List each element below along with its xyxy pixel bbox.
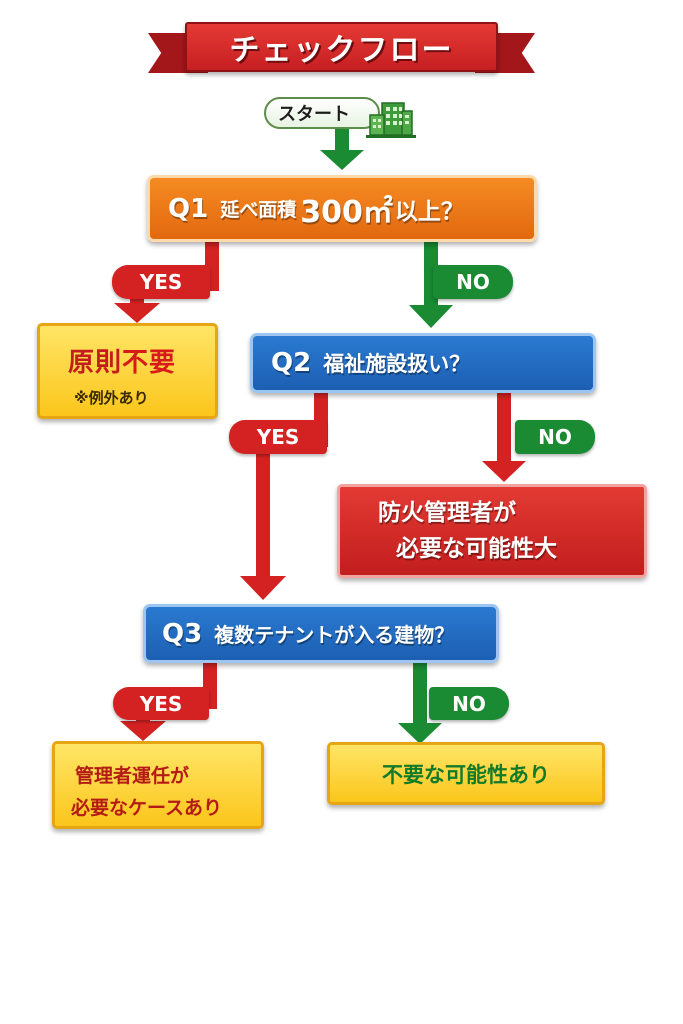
page-title: チェックフロー: [185, 22, 498, 72]
question-1-suffix: 以上？: [394, 198, 464, 225]
result-3-box: 管理者運任が 必要なケースあり: [52, 741, 264, 829]
result-1-note: ※例外あり: [74, 389, 149, 407]
no-tag-q2: NO: [515, 420, 595, 454]
question-3-number: Q3: [162, 618, 203, 649]
question-1-text: 延べ面積: [220, 199, 297, 221]
result-3-line-2: 必要なケースあり: [71, 797, 223, 819]
result-1-main-emphasis: 不要: [122, 348, 177, 378]
arrow-q2-no: [482, 393, 526, 482]
yes-tag-q3: YES: [113, 687, 209, 720]
result-4-text: 不要な可能性あり: [382, 762, 550, 787]
result-2-box: 防火管理者が 必要な可能性大: [337, 484, 647, 578]
building-icon: [366, 102, 416, 138]
result-2-line-2: 必要な可能性大: [396, 536, 557, 562]
yes-tag-q1: YES: [112, 265, 210, 299]
question-2-text: 福祉施設扱い？: [323, 352, 471, 376]
no-tag-q3: NO: [429, 687, 509, 720]
result-1-main-text: 原則: [68, 348, 123, 378]
question-1-value: 300㎡: [300, 194, 393, 230]
question-3-box: Q3 複数テナントが入る建物？: [143, 604, 499, 663]
arrow-start-q1: [320, 129, 364, 170]
result-1-box: 原則不要 ※例外あり: [37, 323, 218, 419]
result-3-line-1: 管理者運任が: [75, 765, 190, 787]
yes-tag-q2: YES: [229, 420, 327, 454]
result-1-main: 原則不要: [68, 342, 215, 379]
question-2-box: Q2 福祉施設扱い？: [250, 333, 596, 393]
no-tag-q1: NO: [433, 265, 513, 299]
start-node: スタート: [264, 97, 380, 129]
result-4-box: 不要な可能性あり: [327, 742, 605, 805]
question-1-number: Q1: [168, 193, 209, 224]
question-3-text: 複数テナントが入る建物？: [214, 623, 455, 647]
arrow-q3-no: [398, 663, 442, 744]
question-2-number: Q2: [271, 348, 312, 378]
question-1-box: Q1 延べ面積 300㎡ 以上？: [147, 175, 537, 242]
start-label: スタート: [278, 104, 350, 125]
result-2-line-1: 防火管理者が: [378, 500, 516, 526]
